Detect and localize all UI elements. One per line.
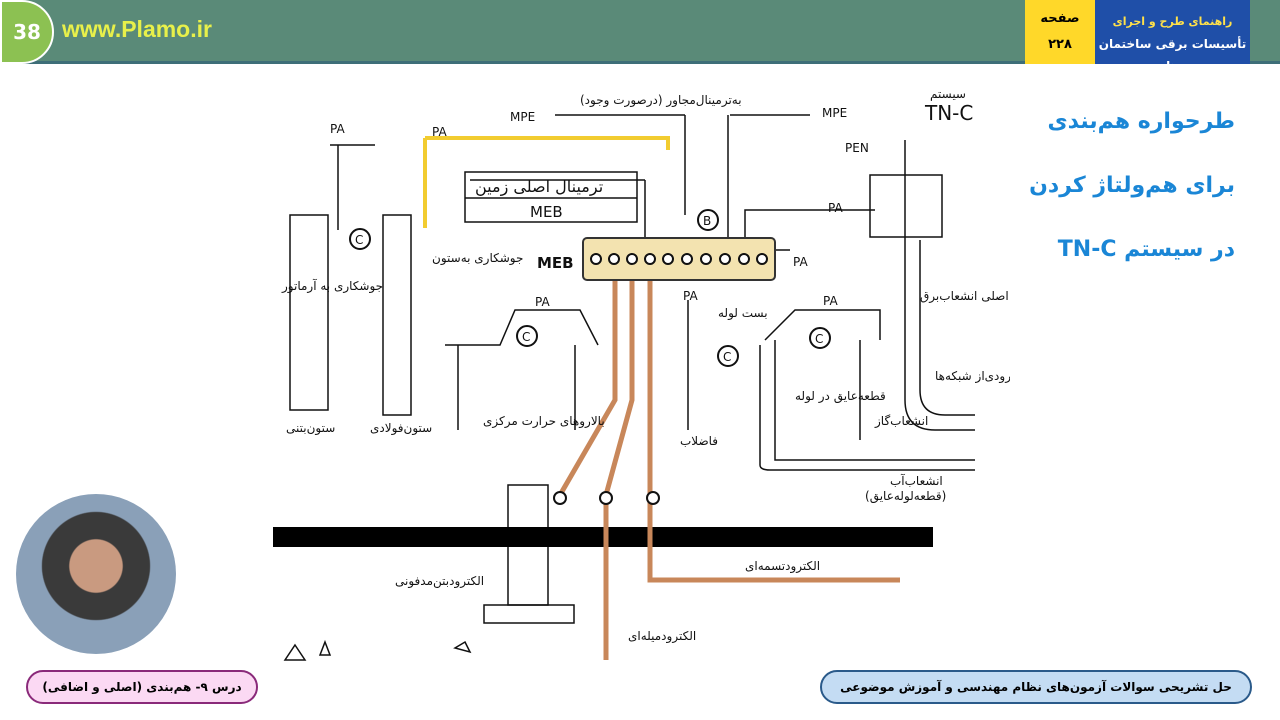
meb-box-label: MEB bbox=[530, 203, 563, 221]
presenter-video bbox=[16, 494, 176, 654]
sewage-label: فاضلاب bbox=[680, 434, 718, 448]
c-label: C bbox=[355, 233, 363, 247]
book-line1: راهنمای طرح و اجرای bbox=[1112, 15, 1233, 28]
steel-column-label: ستون‌فولادی bbox=[370, 421, 432, 436]
mpe-right: MPE bbox=[822, 106, 847, 120]
weld-column-label: جوشکاری به‌ستون bbox=[432, 251, 523, 266]
book-line2: تأسیسات برقی ساختمان ها bbox=[1098, 37, 1247, 73]
pa-label: PA bbox=[823, 294, 838, 308]
page-label: صفحه bbox=[1040, 11, 1080, 26]
title-line3: در سیستم TN-C bbox=[1057, 237, 1235, 262]
site-url[interactable]: www.Plamo.ir bbox=[62, 16, 212, 42]
rod-electrode-label: الکترودمیله‌ای bbox=[628, 629, 696, 644]
page-box: صفحه ۲۲۸ bbox=[1025, 0, 1095, 64]
weld-rebar-label: جوشکاری به آرماتور bbox=[281, 278, 383, 294]
mpe-left: MPE bbox=[510, 110, 535, 124]
pa-label: PA bbox=[535, 295, 550, 309]
insulating-piece-label: قطعه‌عایق در لوله bbox=[795, 389, 886, 404]
slide-number: 38 bbox=[0, 0, 54, 64]
water-label: انشعاب‌آب bbox=[890, 473, 943, 488]
pa-label: PA bbox=[793, 255, 808, 269]
concrete-column-label: ستون‌بتنی bbox=[286, 421, 335, 436]
pipe-clamp-label: بست لوله bbox=[718, 306, 768, 321]
meb-box-fa: ترمینال اصلی زمین bbox=[475, 177, 603, 197]
pa-label: PA bbox=[828, 201, 843, 215]
pa-label: PA bbox=[330, 122, 345, 136]
pa-label: PA bbox=[683, 289, 698, 303]
pen-label: PEN bbox=[845, 141, 869, 155]
meb-label: MEB bbox=[537, 254, 574, 272]
b-label: B bbox=[703, 214, 711, 228]
course-label: حل تشریحی سوالات آزمون‌های نظام مهندسی و… bbox=[820, 670, 1252, 704]
water-sub-label: (قطعه‌لوله‌عایق) bbox=[865, 489, 946, 504]
strip-electrode-label: الکترودتسمه‌ای bbox=[745, 559, 820, 574]
pa-label: PA bbox=[432, 125, 447, 139]
c-label: C bbox=[522, 330, 530, 344]
tnc-label: TN-C bbox=[924, 101, 973, 125]
adjacent-terminal-label: به‌ترمینال‌مجاور (درصورت وجود) bbox=[580, 93, 742, 108]
bonding-diagram: MPE MPE به‌ترمینال‌مجاور (درصورت وجود) س… bbox=[273, 87, 1010, 661]
c-label: C bbox=[815, 332, 823, 346]
main-inlet-label: ورودی اصلی انشعاب‌برق bbox=[920, 289, 1010, 304]
title-line2: برای هم‌ولتاژ کردن bbox=[1029, 173, 1235, 198]
lesson-label: درس ۹- هم‌بندی (اصلی و اضافی) bbox=[26, 670, 258, 704]
heating-risers-label: بالاروهای حرارت مرکزی bbox=[483, 414, 605, 429]
book-title: راهنمای طرح و اجرای تأسیسات برقی ساختمان … bbox=[1095, 0, 1250, 73]
slide-title: طرحواره هم‌بندی برای هم‌ولتاژ کردن در سی… bbox=[1029, 90, 1235, 282]
system-label: سیستم bbox=[930, 87, 966, 101]
gas-label: انشعاب‌گاز bbox=[874, 414, 928, 429]
title-line1: طرحواره هم‌بندی bbox=[1047, 109, 1235, 134]
foundation-electrode-label: الکترودبتن‌مدفونی bbox=[395, 574, 484, 589]
network-inlet-label: ورودی‌از شبکه‌ها bbox=[935, 369, 1010, 384]
page-number: ۲۲۸ bbox=[1048, 37, 1072, 52]
c-label: C bbox=[723, 350, 731, 364]
